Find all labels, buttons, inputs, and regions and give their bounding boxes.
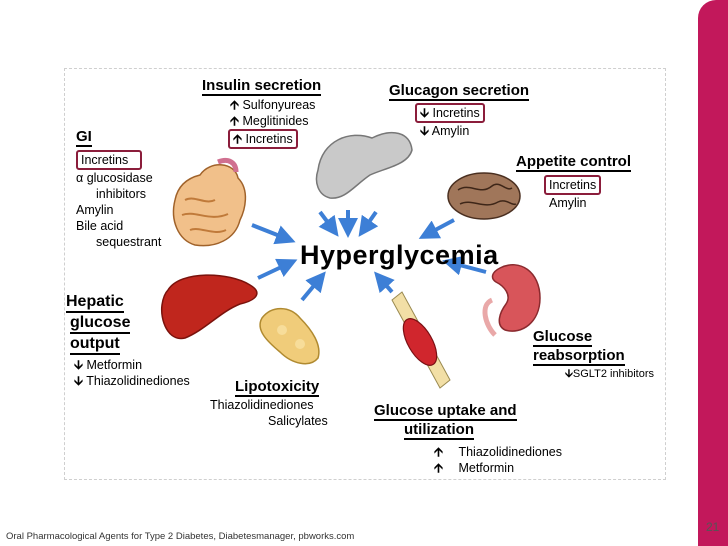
gi-item: Amylin <box>76 203 114 217</box>
glucose-reabsorption-block: Glucose reabsorption 🡫SGLT2 inhibitors <box>533 328 654 382</box>
arrow-from-gi <box>251 223 296 245</box>
pancreas-image <box>315 131 413 199</box>
up-arrow-icon: 🡩 <box>434 445 443 459</box>
insulin-secretion-title: Insulin secretion <box>202 77 322 96</box>
gi-title: GI <box>76 128 92 147</box>
hepatic-glucose-block: Hepatic glucose output 🡫 Metformin 🡫 Thi… <box>66 292 190 389</box>
glucagon-secretion-block: Glucagon secretion 🡫 Incretins 🡫 Amylin <box>389 82 530 139</box>
insulin-item: 🡩 Meglitinides <box>230 113 321 129</box>
accent-side-bar <box>698 0 728 546</box>
up-arrow-icon: 🡩 <box>230 114 239 128</box>
insulin-item-label: Meglitinides <box>242 114 309 128</box>
down-arrow-icon: 🡫 <box>420 106 429 120</box>
glucose-uptake-title-line: Glucose uptake and <box>374 402 517 421</box>
glucose-uptake-title-line: utilization <box>404 421 474 440</box>
reabsorption-item: 🡫SGLT2 inhibitors <box>565 366 654 382</box>
hepatic-item: 🡫 Thiazolidinediones <box>74 373 190 389</box>
hepatic-item: 🡫 Metformin <box>74 357 190 373</box>
insulin-secretion-block: Insulin secretion 🡩 Sulfonyureas 🡩 Megli… <box>202 77 322 149</box>
center-label-hyperglycemia: Hyperglycemia <box>300 240 499 270</box>
arrow-from-brain <box>418 218 455 239</box>
glucose-uptake-block: Glucose uptake and utilization 🡩 Thiazol… <box>374 402 562 476</box>
liver-image <box>160 274 258 340</box>
reabsorption-title-line: reabsorption <box>533 347 625 366</box>
glucagon-item: 🡫 Amylin <box>420 123 529 139</box>
up-arrow-icon: 🡩 <box>233 132 242 146</box>
down-arrow-icon: 🡫 <box>74 358 83 372</box>
gi-item: inhibitors <box>96 187 147 201</box>
glucagon-secretion-title: Glucagon secretion <box>389 82 530 101</box>
appetite-control-title: Appetite control <box>516 153 631 172</box>
uptake-item-label: Thiazolidinediones <box>458 445 563 459</box>
down-arrow-icon: 🡫 <box>420 124 429 138</box>
glucagon-item-boxed: 🡫 Incretins <box>415 103 485 123</box>
brain-image <box>447 172 521 220</box>
hepatic-item-label: Metformin <box>86 358 143 372</box>
footer-citation: Oral Pharmacological Agents for Type 2 D… <box>6 531 355 542</box>
intestine-image <box>172 157 247 247</box>
arrows <box>251 210 487 302</box>
lipotoxicity-title: Lipotoxicity <box>235 378 320 397</box>
diagram-frame <box>64 68 666 480</box>
insulin-item: 🡩 Sulfonyureas <box>230 97 321 113</box>
reabsorption-item-label: SGLT2 inhibitors <box>572 368 655 380</box>
up-arrow-icon: 🡩 <box>434 461 443 475</box>
kidney-image <box>482 264 541 337</box>
muscle-image <box>391 291 451 389</box>
appetite-item-boxed: Incretins <box>544 175 602 195</box>
hepatic-title-line: output <box>70 334 120 355</box>
gi-item: sequestrant <box>96 235 162 249</box>
hepatic-title-line: Hepatic <box>66 292 124 313</box>
glucagon-item-label: Incretins <box>432 106 480 120</box>
arrow-from-muscle <box>374 271 395 294</box>
arrow-from-fat <box>300 271 326 302</box>
appetite-control-block: Appetite control Incretins Amylin <box>516 153 631 211</box>
up-arrow-icon: 🡩 <box>230 98 239 112</box>
lipotoxicity-item: Salicylates <box>268 414 328 428</box>
uptake-item-label: Metformin <box>458 461 515 475</box>
gi-block: GI Incretins α glucosidase inhibitors Am… <box>76 128 161 250</box>
down-arrow-icon: 🡫 <box>74 374 83 388</box>
uptake-item: 🡩 Metformin <box>434 460 562 476</box>
gi-item: Bile acid <box>76 219 124 233</box>
arrow-from-liver <box>257 258 298 280</box>
arrow-from-kidney <box>442 255 487 276</box>
page-number: 21 <box>706 520 720 534</box>
gi-item: α glucosidase <box>76 171 153 185</box>
uptake-item: 🡩 Thiazolidinediones <box>434 444 562 460</box>
insulin-item-label: Sulfonyureas <box>242 98 316 112</box>
lipotoxicity-item: Thiazolidinediones <box>210 398 314 412</box>
glucagon-item-label: Amylin <box>431 124 470 138</box>
lipotoxicity-block: Lipotoxicity Thiazolidinediones Salicyla… <box>210 378 360 429</box>
adipose-tissue-image <box>259 307 320 365</box>
appetite-item: Amylin <box>549 196 587 210</box>
hepatic-title-line: glucose <box>70 313 131 334</box>
hepatic-item-label: Thiazolidinediones <box>86 374 190 388</box>
insulin-item-boxed: 🡩 Incretins <box>228 129 298 149</box>
gi-item-boxed: Incretins <box>76 150 142 170</box>
down-arrow-icon: 🡫 <box>565 368 573 380</box>
reabsorption-title-line: Glucose <box>533 328 593 347</box>
insulin-item-label: Incretins <box>245 132 293 146</box>
